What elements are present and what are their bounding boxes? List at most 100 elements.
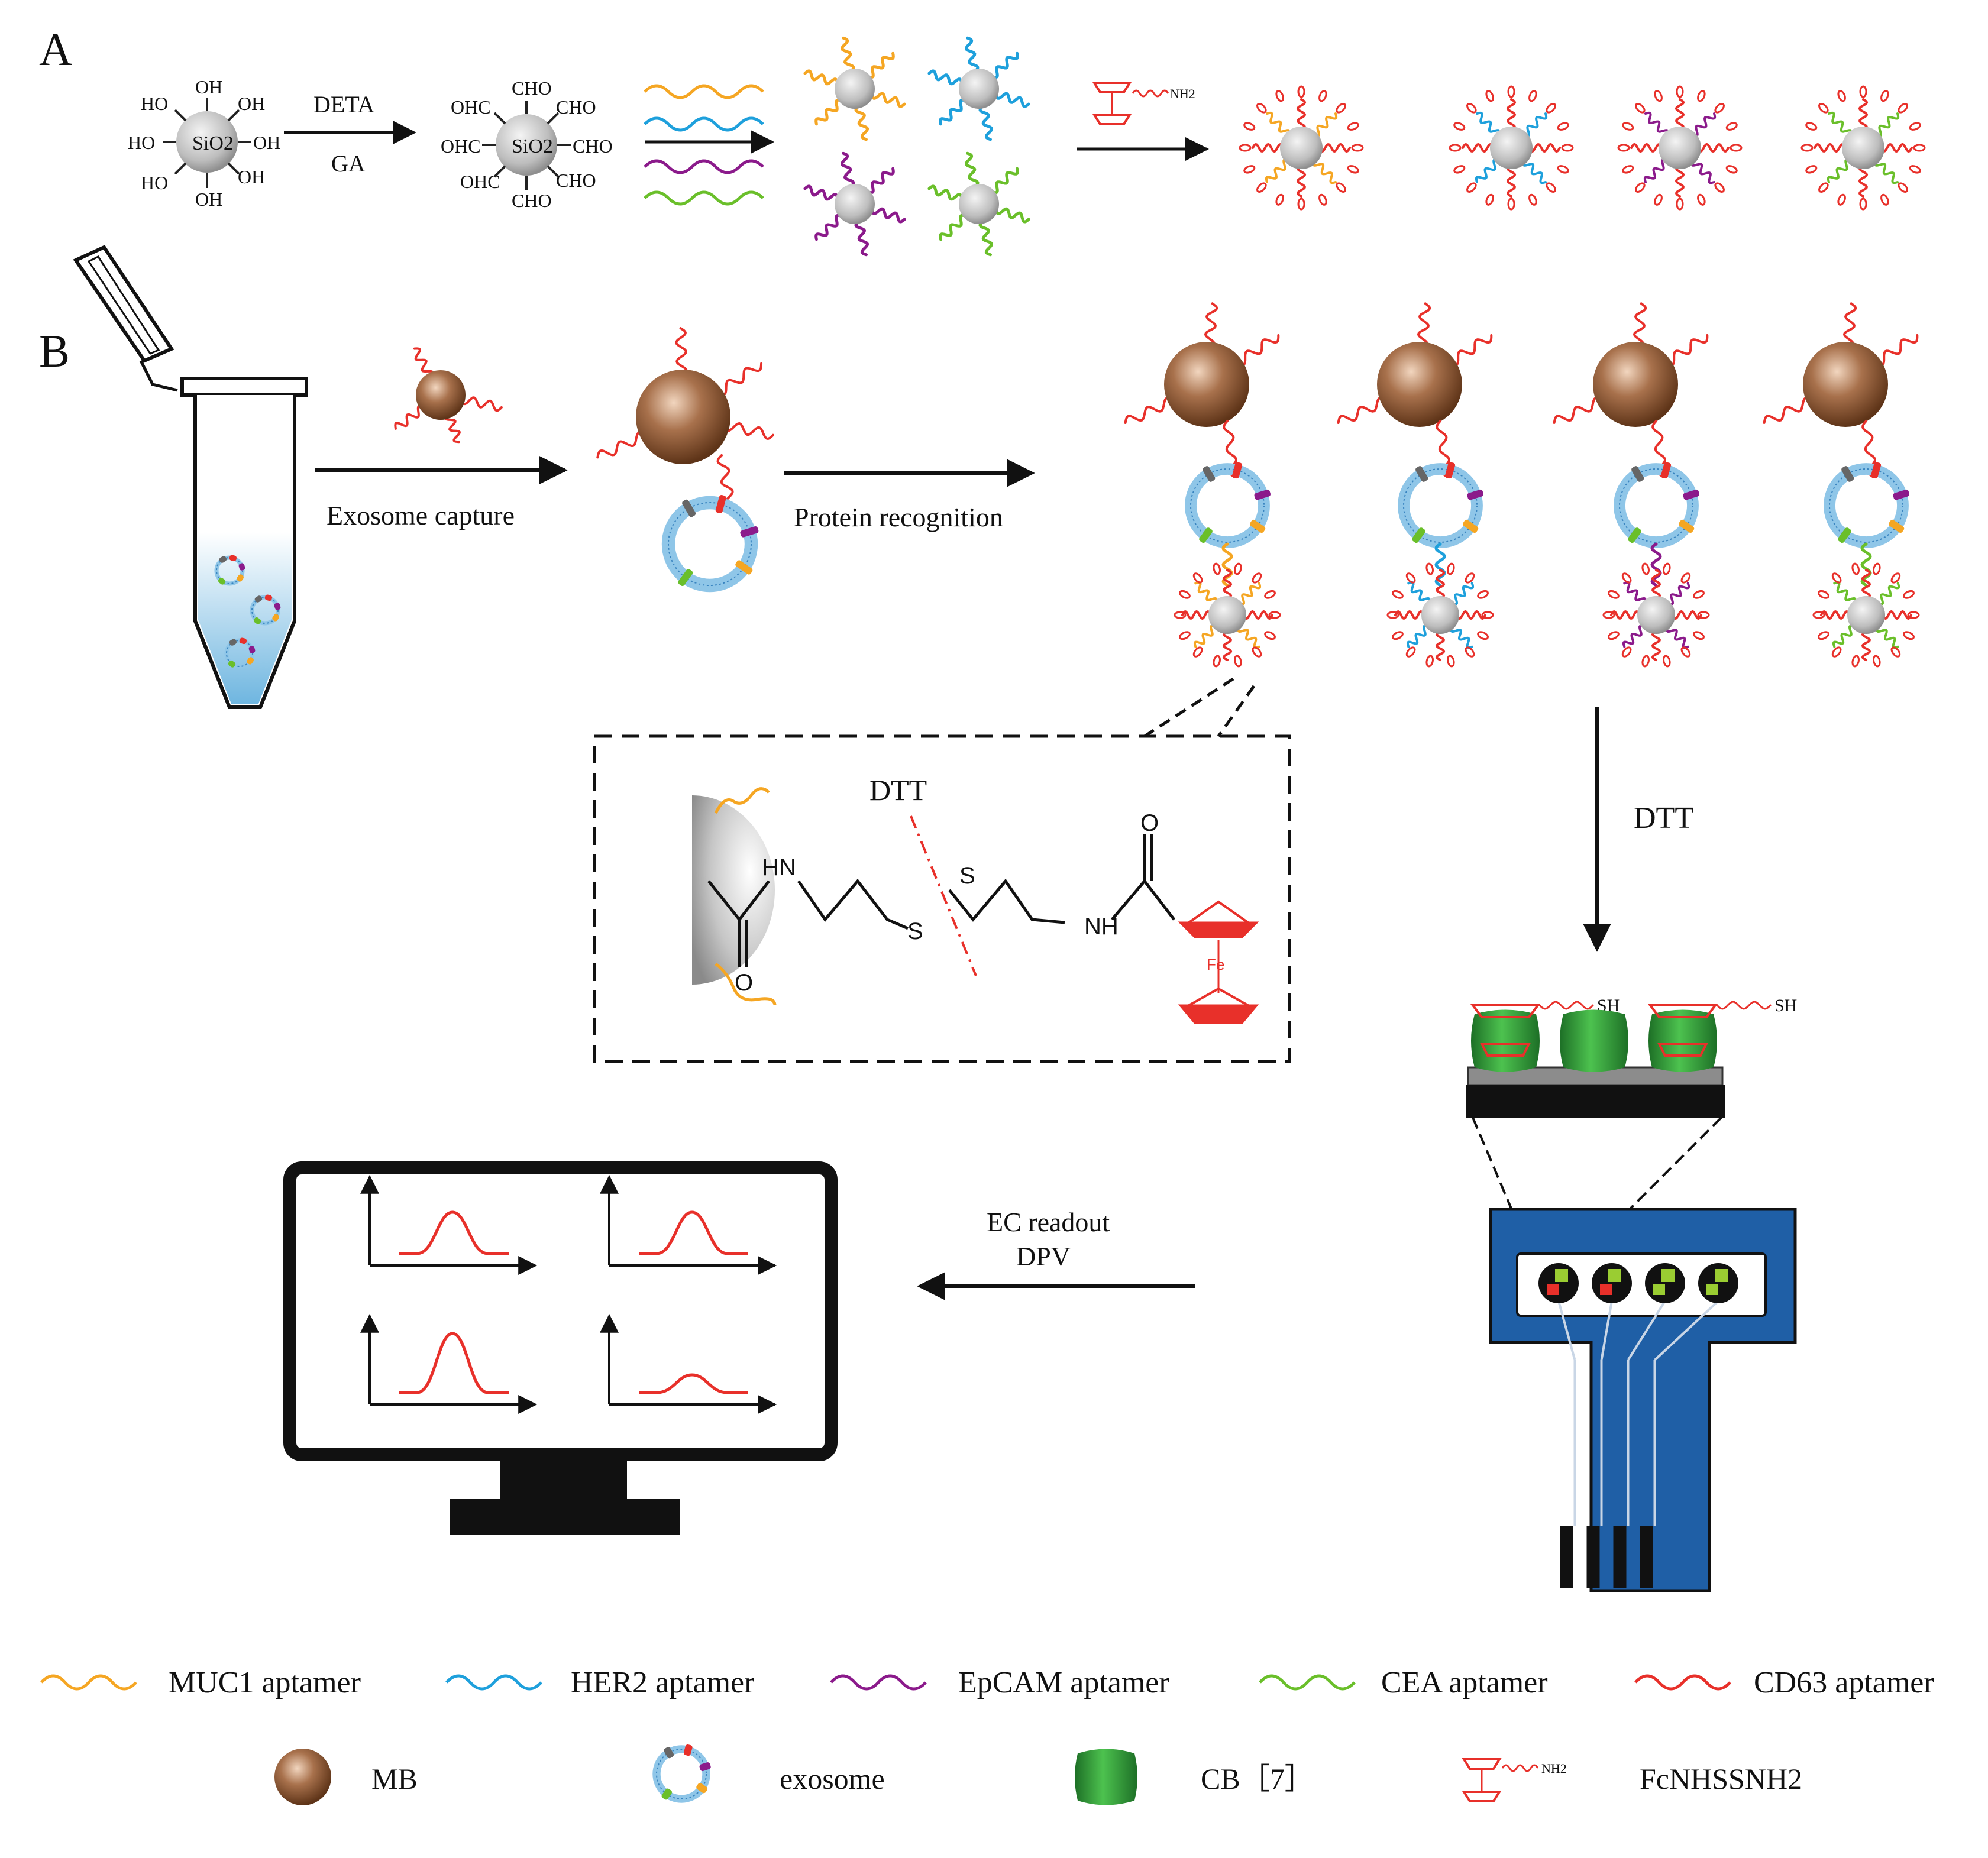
aptamer-strand [596,431,647,459]
exosome [1614,462,1700,548]
oh-label: OH [253,132,280,153]
fc-label-mark [1179,590,1191,599]
cyclopentadienyl-ring [1178,1004,1259,1024]
fc-label-mark [1234,562,1242,575]
fc-label-mark [1859,198,1867,211]
magnetic-bead [1803,342,1888,427]
fc-label-mark [1851,562,1860,575]
aptamer-strand [1406,624,1430,648]
aptamer-strand [939,98,968,126]
aptamer-strand [1265,158,1290,183]
aptamer-strand [994,207,1030,224]
fc-label-mark [1818,103,1829,114]
legend-label-fc-reagent: FcNHSSNH2 [1640,1762,1802,1795]
fc-label-mark [1622,122,1634,131]
fc-label-mark [1859,85,1867,98]
fc-label-mark [1714,103,1725,114]
hn-label: HN [762,854,796,881]
fc-label-mark [1297,198,1305,211]
zoom-line [1217,685,1256,737]
aptamer-strand [1874,112,1900,137]
fc-label-mark [1264,590,1276,599]
electrode-mark [1600,1284,1612,1295]
fc-ring [1470,1004,1540,1018]
fc-label-mark [1903,590,1915,599]
fc-label-mark [1347,122,1359,131]
mb-icon [274,1749,331,1805]
aptamer-strand [1221,542,1233,587]
aptamer-strand [1506,98,1517,131]
exosome [224,637,256,669]
trace [1654,1300,1719,1361]
legend-aptamer-swatch [1634,1674,1731,1691]
aptamer-strand [939,213,968,241]
fc-label-mark [1318,90,1327,102]
fc-ring [1657,1043,1709,1057]
fc-label-mark [1252,646,1262,658]
aptamer-strand [840,36,855,73]
aptamer-strand [1236,334,1280,367]
fc-label-mark [1608,590,1620,599]
fc-label-mark [1890,646,1901,658]
fc-label-mark [1243,165,1256,174]
fc-label-mark [1275,193,1284,206]
legend-label-aptamer: HER2 aptamer [571,1666,754,1700]
aptamer-strand [1876,582,1900,606]
electrode-mark [1547,1284,1559,1295]
electrode-mark [1661,1269,1675,1282]
fc-label-mark [1465,572,1475,584]
fc-label-mark [1336,103,1346,114]
silica-nanoparticle [1637,596,1675,634]
panel-label-a: A [39,24,72,75]
ho-label: HO [128,132,155,153]
legend-aptamer-swatch [445,1674,542,1691]
fc-label-mark [1275,90,1284,102]
fc-label-mark [1213,655,1221,668]
surface-protein [229,555,237,562]
surface-protein [1415,466,1428,482]
fc-label-mark [1405,646,1416,658]
fc-label-mark [1622,165,1634,174]
silica-nanoparticle [1659,127,1701,169]
surface-protein [254,595,263,603]
fc-label-mark [1239,144,1252,152]
aptamer-strand [444,413,461,444]
aptamer-strand [1643,158,1669,183]
pipette-icon [73,245,178,392]
surface-protein [661,1788,672,1800]
surface-protein [1232,462,1243,479]
fc-label-mark [1425,562,1434,575]
trace [1627,1300,1666,1361]
cho-label: CHO [556,170,596,191]
fc-label-mark [1851,655,1860,668]
legend-label-cb7: CB［7］ [1201,1762,1314,1795]
muc1-aptamer-strand [715,963,777,1006]
surface-protein [239,637,247,645]
aptamer-strand [1222,630,1233,661]
zoom-line [1143,677,1234,738]
dpv-peak-curve [399,1210,509,1255]
fc-label-mark [1693,631,1705,640]
aptamer-strand [1435,630,1446,661]
aptamer-strand [814,98,843,126]
mb-with-aptamers [394,347,503,444]
ohc-label: OHC [451,96,491,118]
fc-label-mark [1730,144,1743,152]
surface-protein [1838,527,1851,543]
fc-label-mark [1676,85,1684,98]
fc-label-mark [1880,90,1889,102]
electrode-chip [1489,1208,1797,1592]
thiol-tail [1538,1001,1594,1010]
fc-label-mark [1913,144,1926,152]
surface-protein [1871,462,1882,479]
sandwich-complexes [1124,302,1920,668]
fc-label-mark [1466,182,1477,193]
exosome-membrane [1619,468,1693,543]
aptamer-strand [1833,581,1857,605]
fc-label-mark [1818,182,1829,193]
aptamer-strand [1450,582,1475,606]
linker-inset: HN S S NH O O DTT Fe [593,734,1291,1063]
ohc-label: OHC [460,171,500,192]
exosome-membrane [668,502,752,586]
surface-protein [237,574,244,582]
